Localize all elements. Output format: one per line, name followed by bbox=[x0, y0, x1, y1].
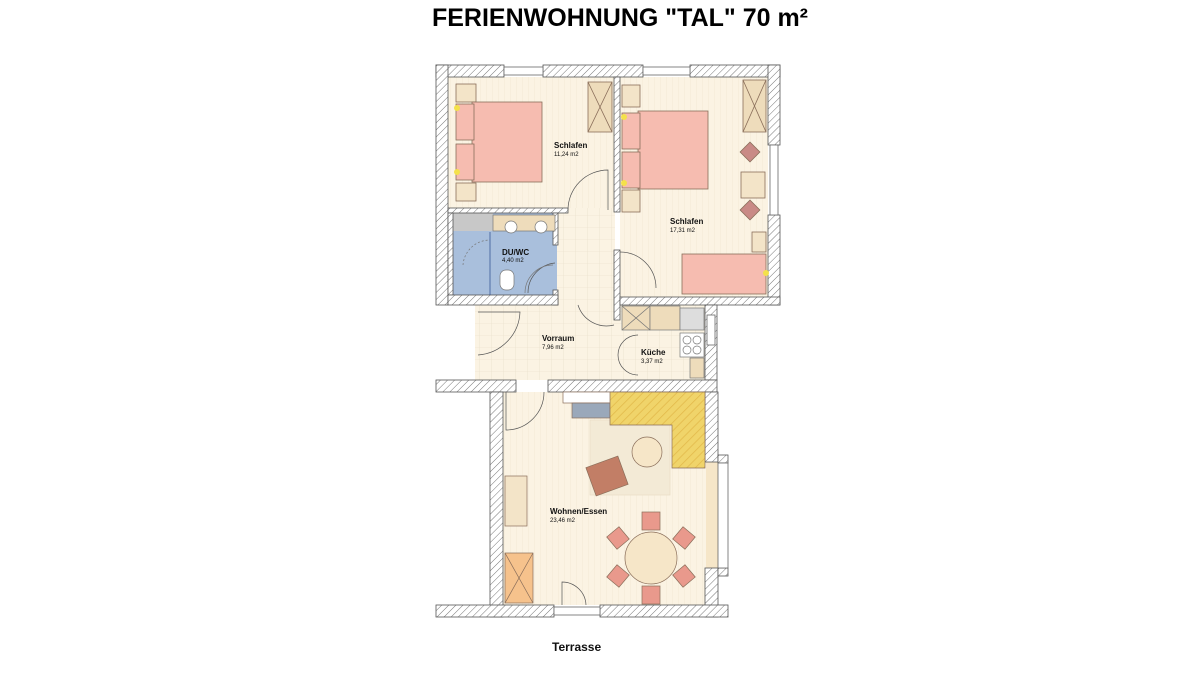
svg-text:3,37 m2: 3,37 m2 bbox=[641, 359, 663, 365]
svg-text:17,31 m2: 17,31 m2 bbox=[670, 228, 696, 234]
svg-text:DU/WC: DU/WC bbox=[502, 248, 529, 257]
living-furniture bbox=[504, 391, 706, 605]
doors bbox=[477, 169, 657, 606]
svg-text:23,46 m2: 23,46 m2 bbox=[550, 518, 576, 524]
svg-text:Schlafen: Schlafen bbox=[670, 217, 703, 226]
svg-text:11,24 m2: 11,24 m2 bbox=[554, 152, 579, 158]
room-label-kueche: Küche 3,37 m2 bbox=[641, 348, 666, 365]
room-label-wohnen-essen: Wohnen/Essen 23,46 m2 bbox=[550, 507, 607, 524]
windows bbox=[503, 66, 779, 616]
page-title: FERIENWOHNUNG "TAL" 70 m² bbox=[431, 4, 809, 32]
svg-text:Schlafen: Schlafen bbox=[554, 141, 587, 150]
svg-text:7,96 m2: 7,96 m2 bbox=[542, 345, 564, 351]
terrace-label: Terrasse bbox=[552, 640, 602, 654]
room-label-du-wc: DU/WC 4,40 m2 bbox=[502, 248, 529, 264]
kitchen-fixtures bbox=[621, 305, 705, 379]
svg-text:Küche: Küche bbox=[641, 348, 666, 357]
svg-text:Vorraum: Vorraum bbox=[542, 334, 574, 343]
bedroom2-furniture bbox=[621, 79, 769, 295]
bath-fixtures bbox=[462, 214, 556, 295]
walls bbox=[435, 64, 781, 618]
svg-text:Wohnen/Essen: Wohnen/Essen bbox=[550, 507, 607, 516]
room-label-vorraum: Vorraum 7,96 m2 bbox=[542, 334, 574, 351]
svg-text:4,40 m2: 4,40 m2 bbox=[502, 258, 524, 264]
room-label-schlafen-2: Schlafen 17,31 m2 bbox=[670, 217, 703, 234]
bedroom1-furniture bbox=[454, 81, 613, 202]
room-label-schlafen-1: Schlafen 11,24 m2 bbox=[554, 141, 587, 158]
